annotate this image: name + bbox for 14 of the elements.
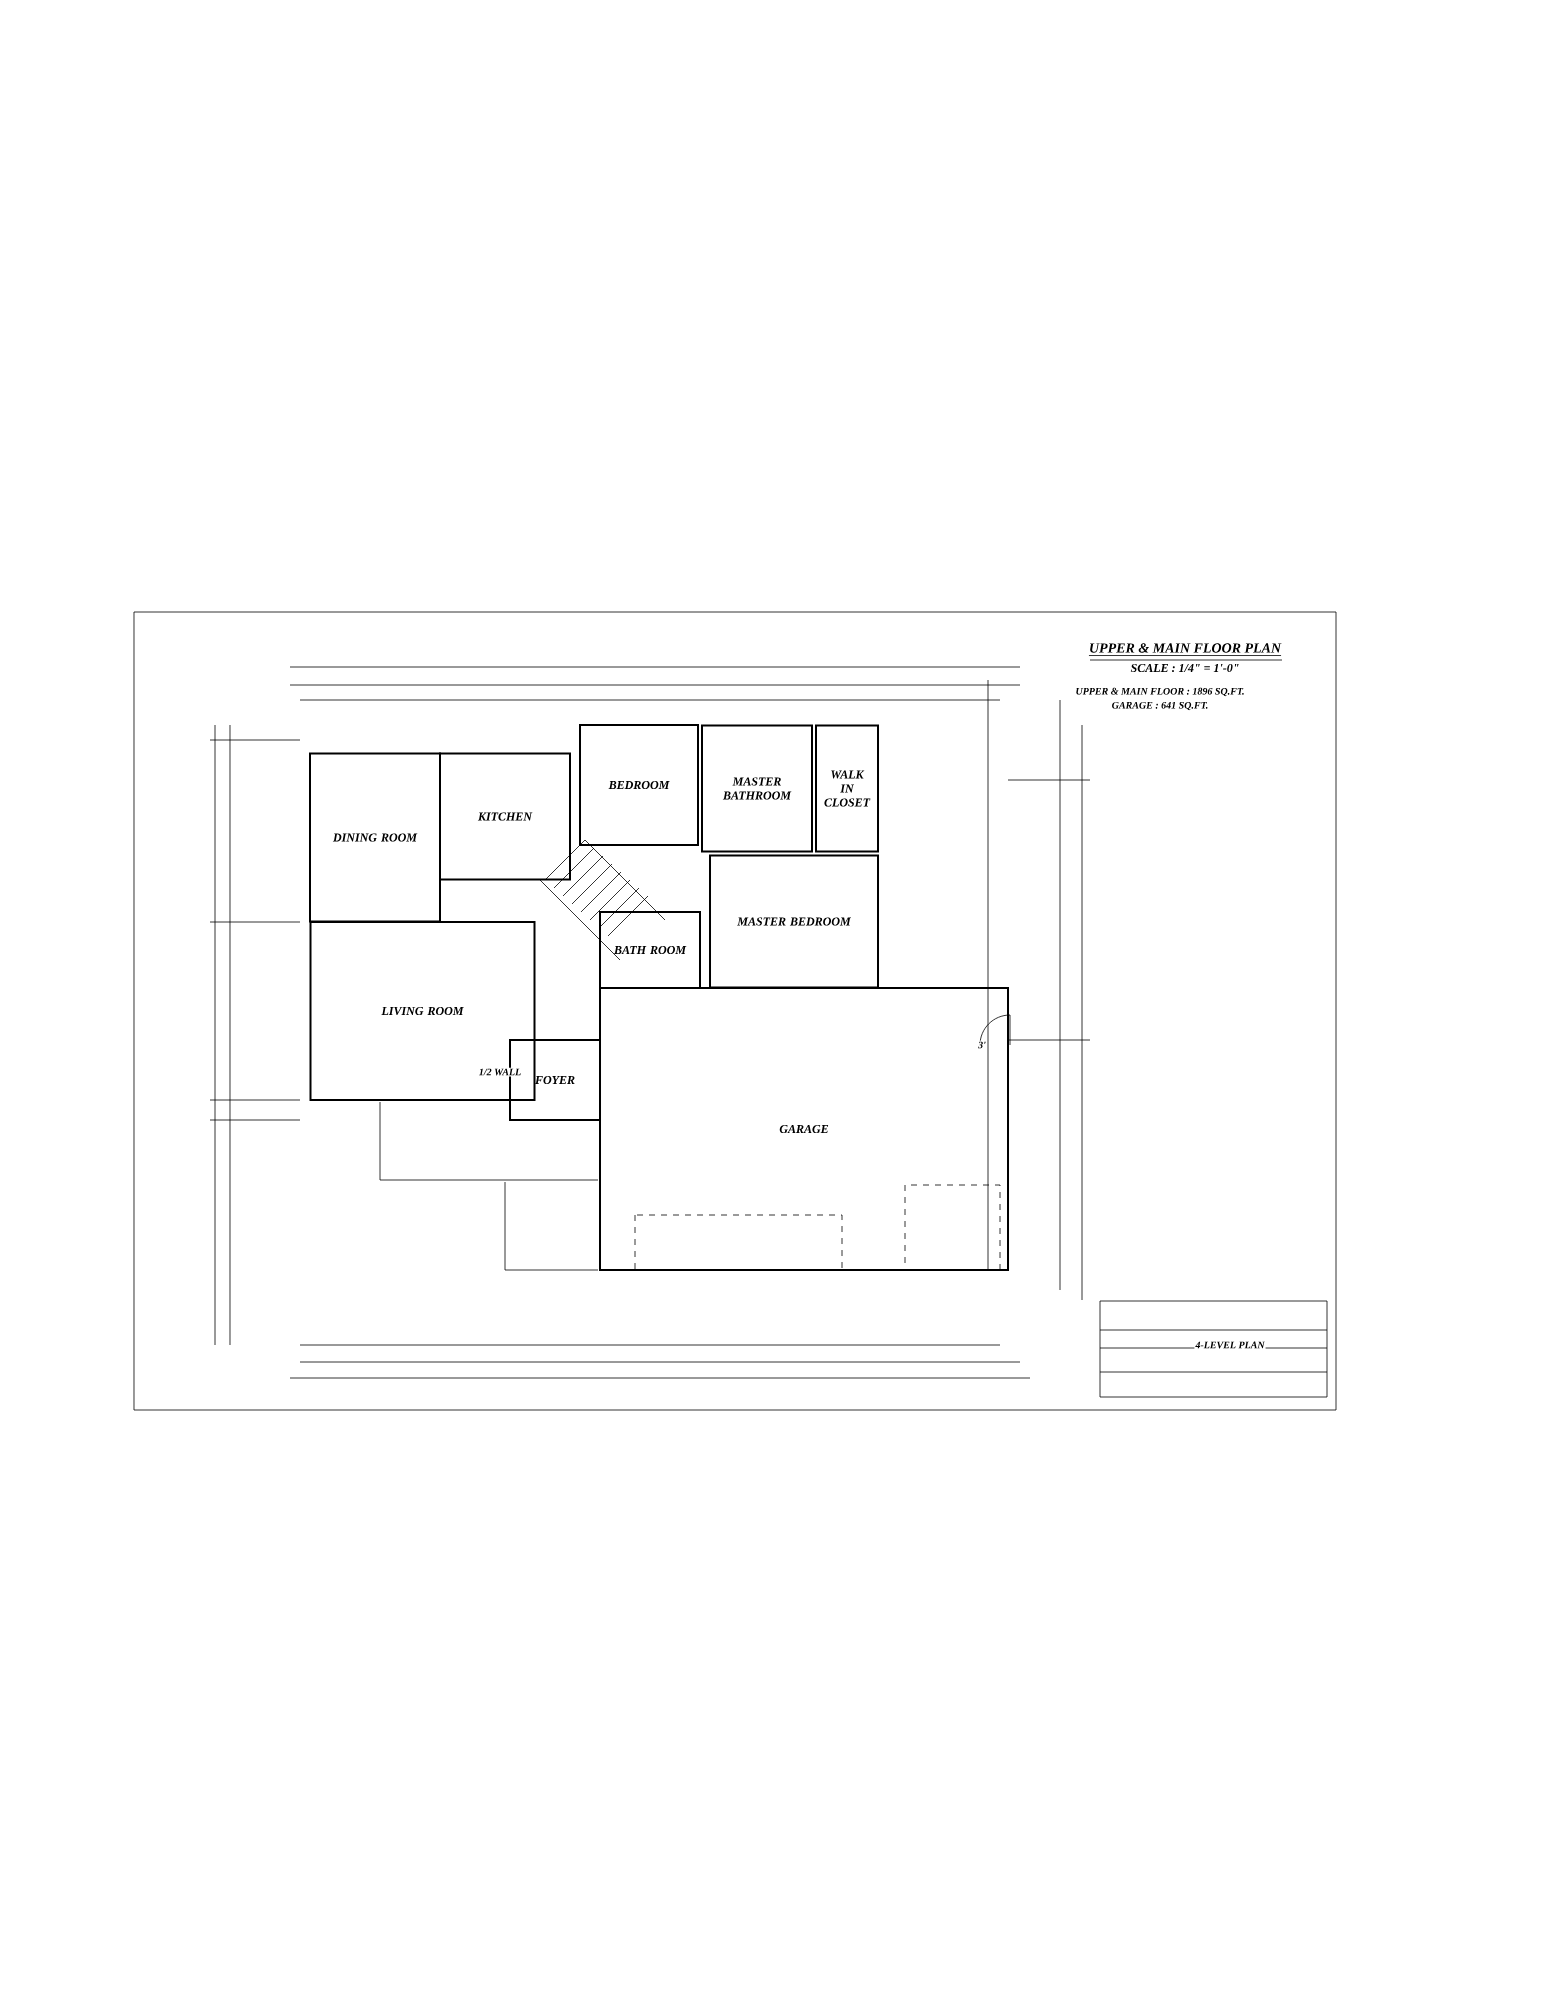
room: KITCHEN (439, 752, 571, 881)
room: MASTER BATHROOM (701, 724, 813, 853)
wall-note: 1/2 WALL (477, 1067, 523, 1077)
room: BATH ROOM (599, 911, 701, 989)
room: DINING ROOM (309, 752, 441, 923)
plan-title: UPPER & MAIN FLOOR PLAN (1088, 643, 1282, 656)
room: MASTER BEDROOM (709, 854, 879, 989)
area-note: UPPER & MAIN FLOOR : 1896 SQ.FT. (1074, 686, 1246, 698)
door-width: 3' (977, 1040, 987, 1050)
room: BEDROOM (579, 724, 699, 846)
area-note: GARAGE : 641 SQ.FT. (1110, 700, 1210, 712)
scale-note: SCALE : 1/4" = 1'-0" (1129, 662, 1241, 674)
room: WALK IN CLOSET (815, 724, 879, 853)
plan-type: 4-LEVEL PLAN (1194, 1340, 1266, 1350)
